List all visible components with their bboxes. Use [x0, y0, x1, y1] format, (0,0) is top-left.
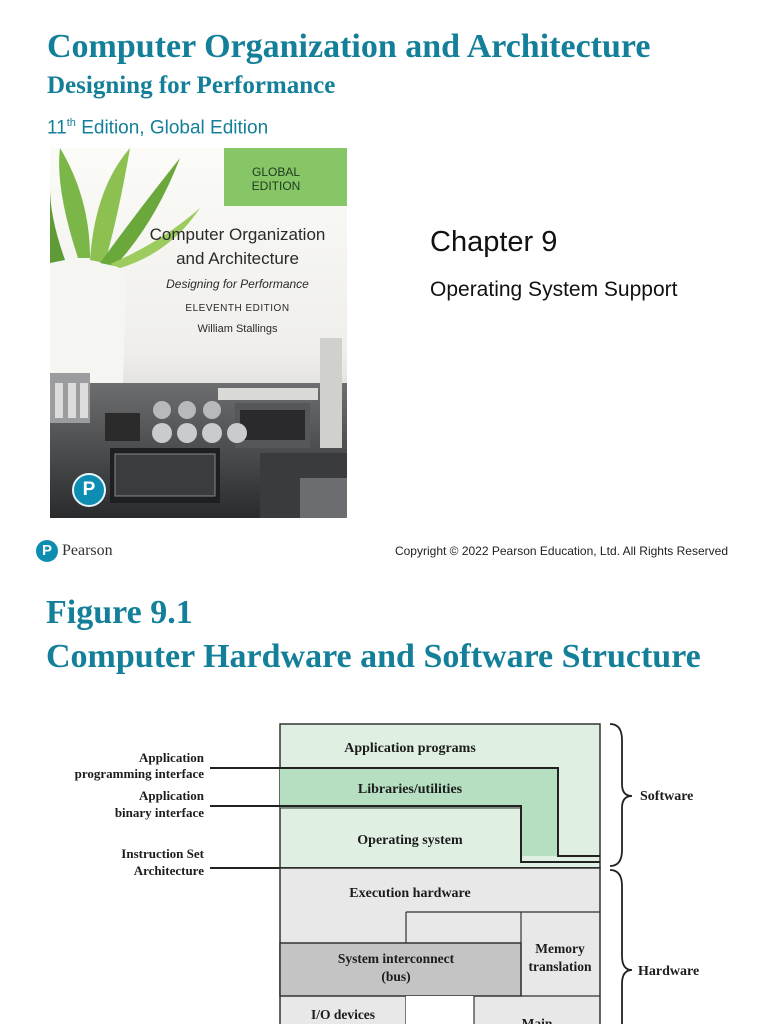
system-interconnect-box — [279, 942, 522, 997]
operating-system-label: Operating system — [357, 833, 463, 848]
chapter-heading: Chapter 9 — [430, 226, 558, 258]
execution-hardware-label: Execution hardware — [349, 886, 470, 901]
book-subtitle: Designing for Performance — [47, 72, 336, 99]
chapter-subtitle: Operating System Support — [430, 278, 678, 301]
api-line — [210, 767, 600, 857]
figure-title: Figure 9.1 — [46, 594, 193, 631]
cover-author: William Stallings — [197, 323, 278, 335]
book-cover-image: GLOBAL EDITION Computer Organization and… — [50, 148, 347, 518]
cover-subtitle: Designing for Performance — [166, 277, 309, 291]
edition-line: 11th Edition, Global Edition — [47, 117, 268, 139]
cover-edition: ELEVENTH EDITION — [185, 303, 290, 314]
io-gap — [406, 996, 474, 1024]
api-label-line2: programming interface — [75, 766, 205, 781]
hardware-software-diagram: Application programming interface Applic… — [0, 700, 768, 1024]
pearson-logo-icon: P — [72, 473, 106, 507]
diagram-canvas: Application programming interface Applic… — [75, 723, 699, 1024]
application-programs-label: Application programs — [344, 741, 476, 756]
copyright-notice: Copyright © 2022 Pearson Education, Ltd.… — [394, 544, 728, 558]
hardware-brace — [609, 869, 633, 1024]
hardware-label: Hardware — [638, 964, 699, 979]
isa-label-line1: Instruction Set — [121, 846, 204, 861]
pearson-wordmark: Pearson — [62, 542, 113, 559]
edition-rest: Edition, Global Edition — [75, 117, 269, 139]
io-devices-label: I/O devices — [311, 1007, 375, 1022]
cover-title-line2: and Architecture — [176, 249, 299, 268]
pearson-logo-icon: P — [36, 540, 58, 562]
edition-suffix: th — [66, 117, 76, 129]
badge-text-edition: EDITION — [251, 179, 301, 193]
memory-translation-label-line1: Memory — [535, 941, 585, 956]
abi-label-line1: Application — [139, 788, 205, 803]
system-interconnect-label-line1: System interconnect — [338, 951, 455, 966]
memory-translation-label-line2: translation — [528, 959, 591, 974]
badge-text-global: GLOBAL — [251, 165, 301, 179]
libraries-band — [280, 768, 558, 856]
global-edition-badge: GLOBAL EDITION — [224, 148, 347, 206]
abi-label-line2: binary interface — [115, 805, 204, 820]
cover-title-line1: Computer Organization — [149, 225, 326, 244]
main-memory-label: Main — [522, 1016, 553, 1024]
abi-line — [210, 805, 600, 863]
isa-label-line2: Architecture — [134, 863, 204, 878]
cover-artwork — [50, 148, 347, 518]
book-title: Computer Organization and Architecture — [47, 28, 651, 65]
api-label-line1: Application — [139, 750, 205, 765]
software-label: Software — [640, 789, 693, 804]
libraries-utilities-label: Libraries/utilities — [358, 782, 463, 797]
software-brace — [609, 723, 633, 867]
edition-number: 11 — [47, 117, 67, 139]
system-interconnect-label-line2: (bus) — [381, 969, 410, 984]
figure-caption: Computer Hardware and Software Structure — [46, 638, 701, 675]
